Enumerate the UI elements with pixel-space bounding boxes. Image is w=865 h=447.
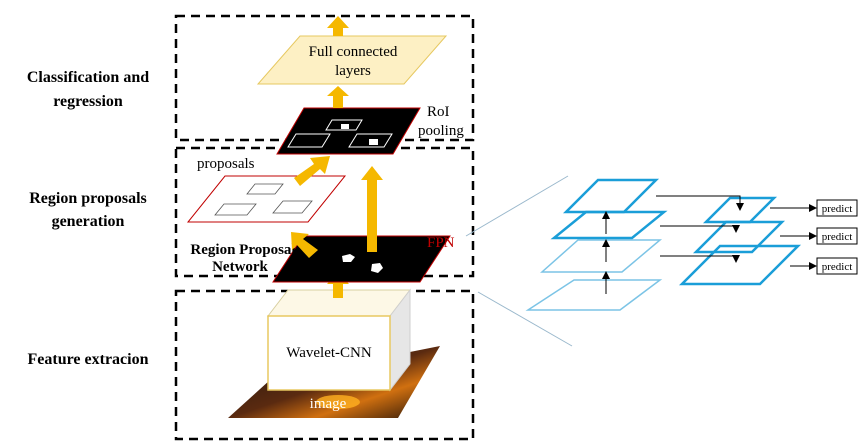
rpn-label: Region Proposal: [190, 242, 295, 258]
arrow-fpn-to-roi: [361, 166, 383, 252]
rpn-label-2: Network: [212, 259, 268, 275]
fpn-bottomup-level-1: [562, 178, 660, 214]
rpn-blob-1: [342, 254, 355, 262]
roi-cell-1: [325, 119, 363, 131]
predict-box-2: [816, 227, 858, 245]
roi-label-2: pooling: [418, 123, 464, 139]
proposal-box-1: [246, 183, 284, 195]
proposal-box-2: [214, 203, 257, 216]
fpn-bottomup-level-3: [540, 239, 663, 273]
fc-layers: [256, 35, 448, 85]
fpn-label: FPN: [427, 235, 455, 251]
roi-blob-1: [341, 124, 349, 129]
backbone-front-face: [267, 315, 391, 391]
proposal-box-3: [272, 200, 313, 214]
region-label-2: generation: [52, 213, 125, 230]
classification-label: Classification and: [27, 69, 149, 86]
backbone-label: Wavelet-CNN: [286, 345, 372, 361]
rpn-feature-map: [272, 235, 451, 283]
roi-cell-3: [348, 133, 393, 148]
region-label: Region proposals: [29, 190, 147, 207]
image-label: image: [310, 396, 347, 412]
arrow-roi-to-fc: [327, 86, 349, 108]
lateral-3: [660, 255, 740, 263]
proposals-label: proposals: [197, 156, 255, 172]
fc-label: Full connected: [309, 44, 398, 60]
predict-label-1: predict: [822, 203, 853, 215]
proposals-layer: [186, 175, 347, 223]
predict-box-1: [816, 199, 858, 217]
image-glow: [316, 395, 360, 409]
roi-feature-map: [276, 107, 421, 155]
roi-label: RoI: [427, 104, 450, 120]
feature-stage-box: [174, 289, 475, 441]
arrow-proposals-to-roi: [294, 156, 330, 186]
classification-stage-box: [174, 14, 475, 142]
zoom-line-bottom: [477, 291, 573, 347]
predict-label-3: predict: [822, 261, 853, 273]
fpn-topdown-level-3: [678, 244, 802, 286]
fc-label-2: layers: [335, 63, 371, 79]
rpn-blob-2: [371, 263, 383, 273]
roi-blob-2: [369, 139, 378, 145]
classification-label-2: regression: [53, 93, 123, 110]
fpn-topdown-level-2: [692, 220, 786, 254]
arrow-fc-to-output: [327, 16, 349, 36]
zoom-line-top: [465, 175, 569, 237]
fpn-bottomup-level-4: [525, 279, 663, 311]
lateral-1: [656, 195, 744, 211]
roi-cell-2: [287, 133, 331, 148]
arrow-rpn-to-proposals: [291, 232, 318, 258]
predict-label-2: predict: [822, 231, 853, 243]
lateral-2: [660, 225, 740, 233]
feature-label: Feature extracion: [28, 351, 149, 368]
fpn-bottomup-level-2: [550, 210, 668, 240]
predict-box-3: [816, 257, 858, 275]
